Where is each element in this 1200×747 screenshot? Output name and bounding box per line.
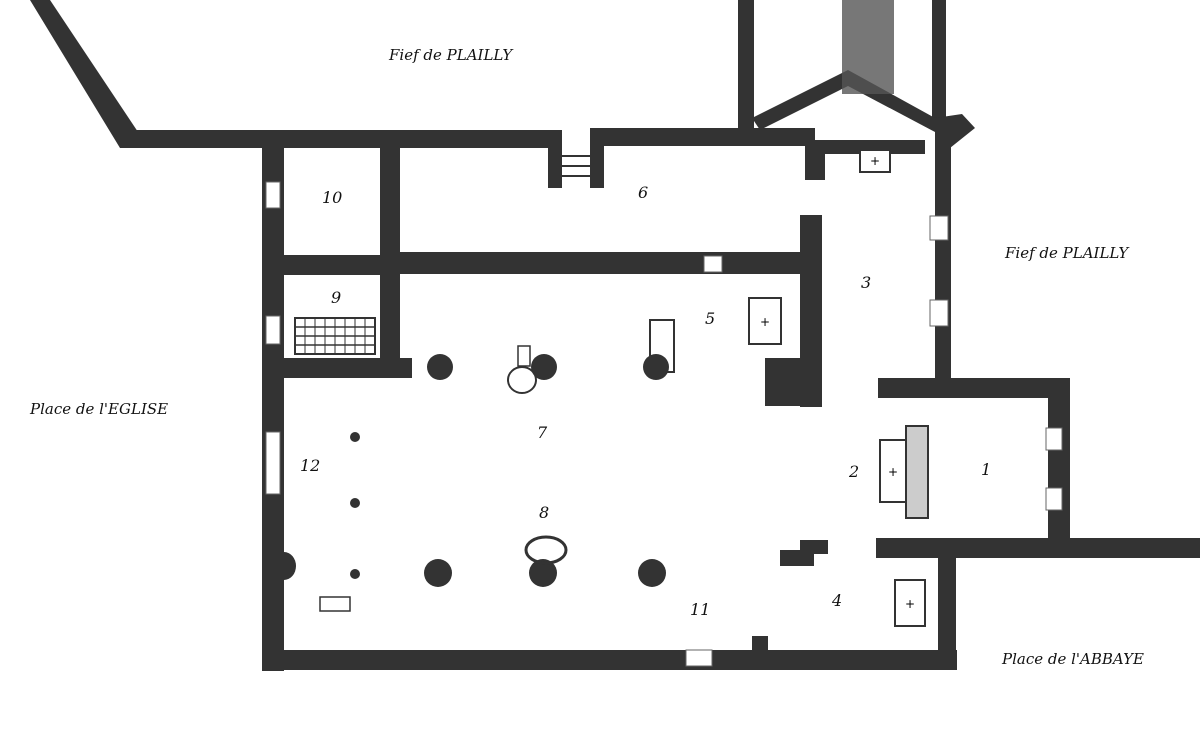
annex-north-wall	[878, 378, 1070, 398]
wall-east-lower	[938, 550, 956, 670]
room-number-12: 12	[300, 456, 321, 475]
room-number-5: 5	[705, 309, 716, 328]
room-number-4: 4	[832, 591, 843, 610]
corner-structure	[780, 540, 828, 566]
room3-notch-b	[805, 140, 925, 154]
pillar	[643, 354, 669, 380]
opening-annex-2	[1045, 487, 1063, 511]
wall-east-upper	[935, 140, 951, 380]
small-pillar	[350, 498, 360, 508]
small-pillar	[350, 569, 360, 579]
place-label-east: Fief de PLAILLY	[1005, 244, 1129, 262]
wall-room5-pier	[765, 358, 805, 406]
room-number-9: 9	[331, 288, 342, 307]
altar-room4: +	[894, 579, 926, 627]
room-number-10: 10	[322, 188, 343, 207]
opening-south	[685, 649, 713, 667]
pillar	[424, 559, 452, 587]
altar-room3: +	[859, 149, 891, 173]
place-label-north: Fief de PLAILLY	[389, 46, 513, 64]
opening-west-3	[265, 431, 281, 495]
south-pier	[752, 636, 768, 652]
tower-roof	[752, 70, 848, 130]
wall-west	[262, 146, 284, 671]
pillar	[531, 354, 557, 380]
altar-room5: +	[748, 297, 782, 345]
basin	[524, 535, 568, 565]
ne-corner	[935, 114, 975, 148]
room-number-7: 7	[537, 423, 548, 442]
tower-wall-left	[738, 0, 754, 130]
pillar	[638, 559, 666, 587]
annex-east-wall	[1048, 378, 1070, 543]
annex-south-wall	[876, 538, 1070, 558]
opening-east-1	[929, 215, 949, 241]
room-number-2: 2	[849, 462, 860, 481]
opening-inner	[703, 255, 723, 273]
small-pillar	[350, 432, 360, 442]
opening-west-1	[265, 181, 281, 209]
place-label-southeast: Place de l'ABBAYE	[1002, 650, 1145, 668]
room-number-6: 6	[638, 183, 649, 202]
tower-shaft	[842, 0, 894, 94]
baptismal-font	[507, 366, 537, 394]
tomb-slab	[319, 596, 351, 612]
north-stairs	[548, 130, 604, 188]
wall-room6-south	[390, 252, 820, 274]
room-number-1: 1	[981, 460, 992, 479]
pillar	[529, 559, 557, 587]
altar-room2: +	[879, 425, 929, 519]
pillar	[427, 354, 453, 380]
wall-south	[262, 650, 957, 670]
bench	[649, 319, 675, 373]
room-number-11: 11	[690, 600, 711, 619]
pulpit-steps	[517, 345, 531, 367]
tower-wall-right	[932, 0, 946, 128]
opening-east-2	[929, 299, 949, 327]
room-number-3: 3	[861, 273, 872, 292]
wall-room5-east	[800, 215, 822, 407]
svg-text:+: +	[905, 597, 915, 611]
svg-text:+: +	[760, 315, 770, 329]
annex-ext-wall	[1050, 538, 1200, 558]
svg-text:+: +	[870, 154, 880, 168]
wall-north	[120, 130, 560, 148]
wall-north-east	[590, 128, 815, 146]
wall-room10-south	[262, 255, 400, 275]
wall-room9-south	[262, 358, 412, 378]
opening-annex-1	[1045, 427, 1063, 451]
opening-west-2	[265, 315, 281, 345]
room-number-8: 8	[539, 503, 550, 522]
place-label-west: Place de l'EGLISE	[30, 400, 169, 418]
svg-text:+: +	[888, 465, 898, 479]
room9-stairs	[294, 317, 376, 355]
diagonal-wall	[30, 0, 138, 148]
wall-pilaster	[284, 552, 296, 580]
